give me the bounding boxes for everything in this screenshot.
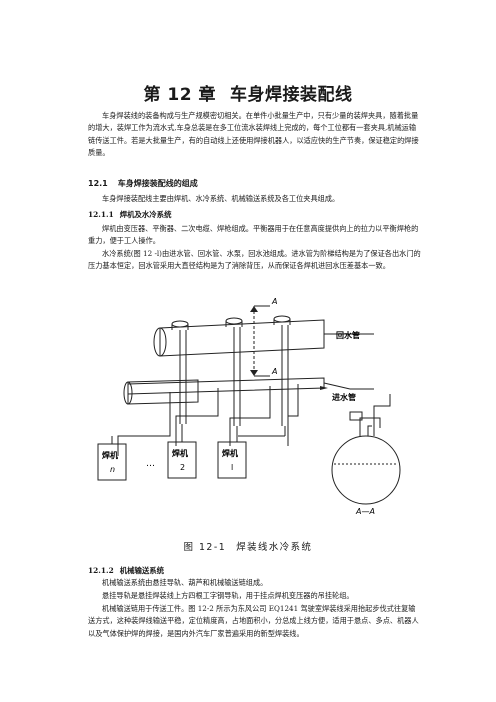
label-return-pipe: 回水管 (336, 330, 360, 340)
chapter-name: 车身焊接装配线 (230, 85, 353, 105)
section-label: A—A (355, 507, 375, 516)
section-heading-12-1-2: 12.1.2 机械输送系统 (88, 565, 164, 576)
water-cooling-diagram: A A 回水管 进水管 … 焊机 n 焊机 2 焊机 l A—A (97, 297, 401, 516)
label-inlet-pipe: 进水管 (332, 392, 356, 402)
figure-number: 图 12-1 (183, 542, 227, 553)
welder-2-box (167, 441, 197, 479)
section-heading-12-1-1: 12.1.1 焊机及水冷系统 (88, 209, 171, 220)
welder-1-id: l (231, 463, 233, 472)
section-12-1-text: 车身焊接装配线主要由焊机、水冷系统、机械输送系统及各工位夹具组成。 (102, 194, 340, 203)
ellipsis: … (146, 459, 155, 469)
welder-1-name: 焊机 (222, 448, 238, 458)
section-mark-bottom: A (271, 367, 277, 376)
welder-1-box (217, 441, 247, 479)
section-title: 车身焊接装配线的组成 (117, 179, 198, 188)
chapter-title: 第 12 章车身焊接装配线 (0, 80, 496, 105)
section-title: 机械输送系统 (119, 566, 165, 575)
welder-n-name: 焊机 (102, 450, 118, 460)
section-view-circle (331, 435, 401, 505)
return-pipe (159, 319, 325, 357)
section-number: 12.1.2 (88, 566, 114, 575)
figure-caption: 图 12-1 焊装线水冷系统 (0, 539, 496, 553)
welder-2-id: 2 (180, 463, 185, 472)
welder-paragraph: 焊机由变压器、平衡器、二次电缆、焊枪组成。平衡器用于在任意高度提供向上的拉力以平… (88, 224, 419, 246)
section-number: 12.1 (88, 179, 108, 188)
conveyor-paragraph-3: 机械输送链用于传送工件。图 12-2 所示为东风公司 EQ1241 驾驶室焊装线… (88, 604, 419, 638)
section-mark-top: A (271, 297, 277, 306)
return-pipe-end (153, 327, 167, 357)
inlet-pipe-large (127, 379, 199, 405)
section-number: 12.1.1 (88, 210, 114, 219)
welder-2-name: 焊机 (172, 448, 188, 458)
welder-n-id: n (110, 465, 115, 474)
intro-paragraph: 车身焊装线的装备构成与生产规模密切相关。在单件小批量生产中，只有少量的装焊夹具，… (88, 111, 419, 158)
conveyor-paragraph-2: 悬挂导轨是悬挂焊装线上方四根工字钢导轨，用于挂点焊机变压器的吊挂轮组。 (102, 591, 354, 600)
chapter-number: 第 12 章 (143, 85, 216, 105)
welder-n-box (97, 443, 127, 481)
cooling-paragraph: 水冷系统(图 12 -l)由进水管、回水管、水泵，回水池组成。进水管为阶梯结构是… (88, 249, 421, 271)
inlet-pipe-small (127, 377, 325, 395)
section-heading-12-1: 12.1 车身焊接装配线的组成 (88, 178, 198, 189)
figure-title: 焊装线水冷系统 (236, 542, 313, 553)
conveyor-paragraph-1: 机械输送系统由悬挂导轨、葫芦和机械输送链组成。 (102, 578, 268, 587)
section-title: 焊机及水冷系统 (119, 210, 172, 219)
